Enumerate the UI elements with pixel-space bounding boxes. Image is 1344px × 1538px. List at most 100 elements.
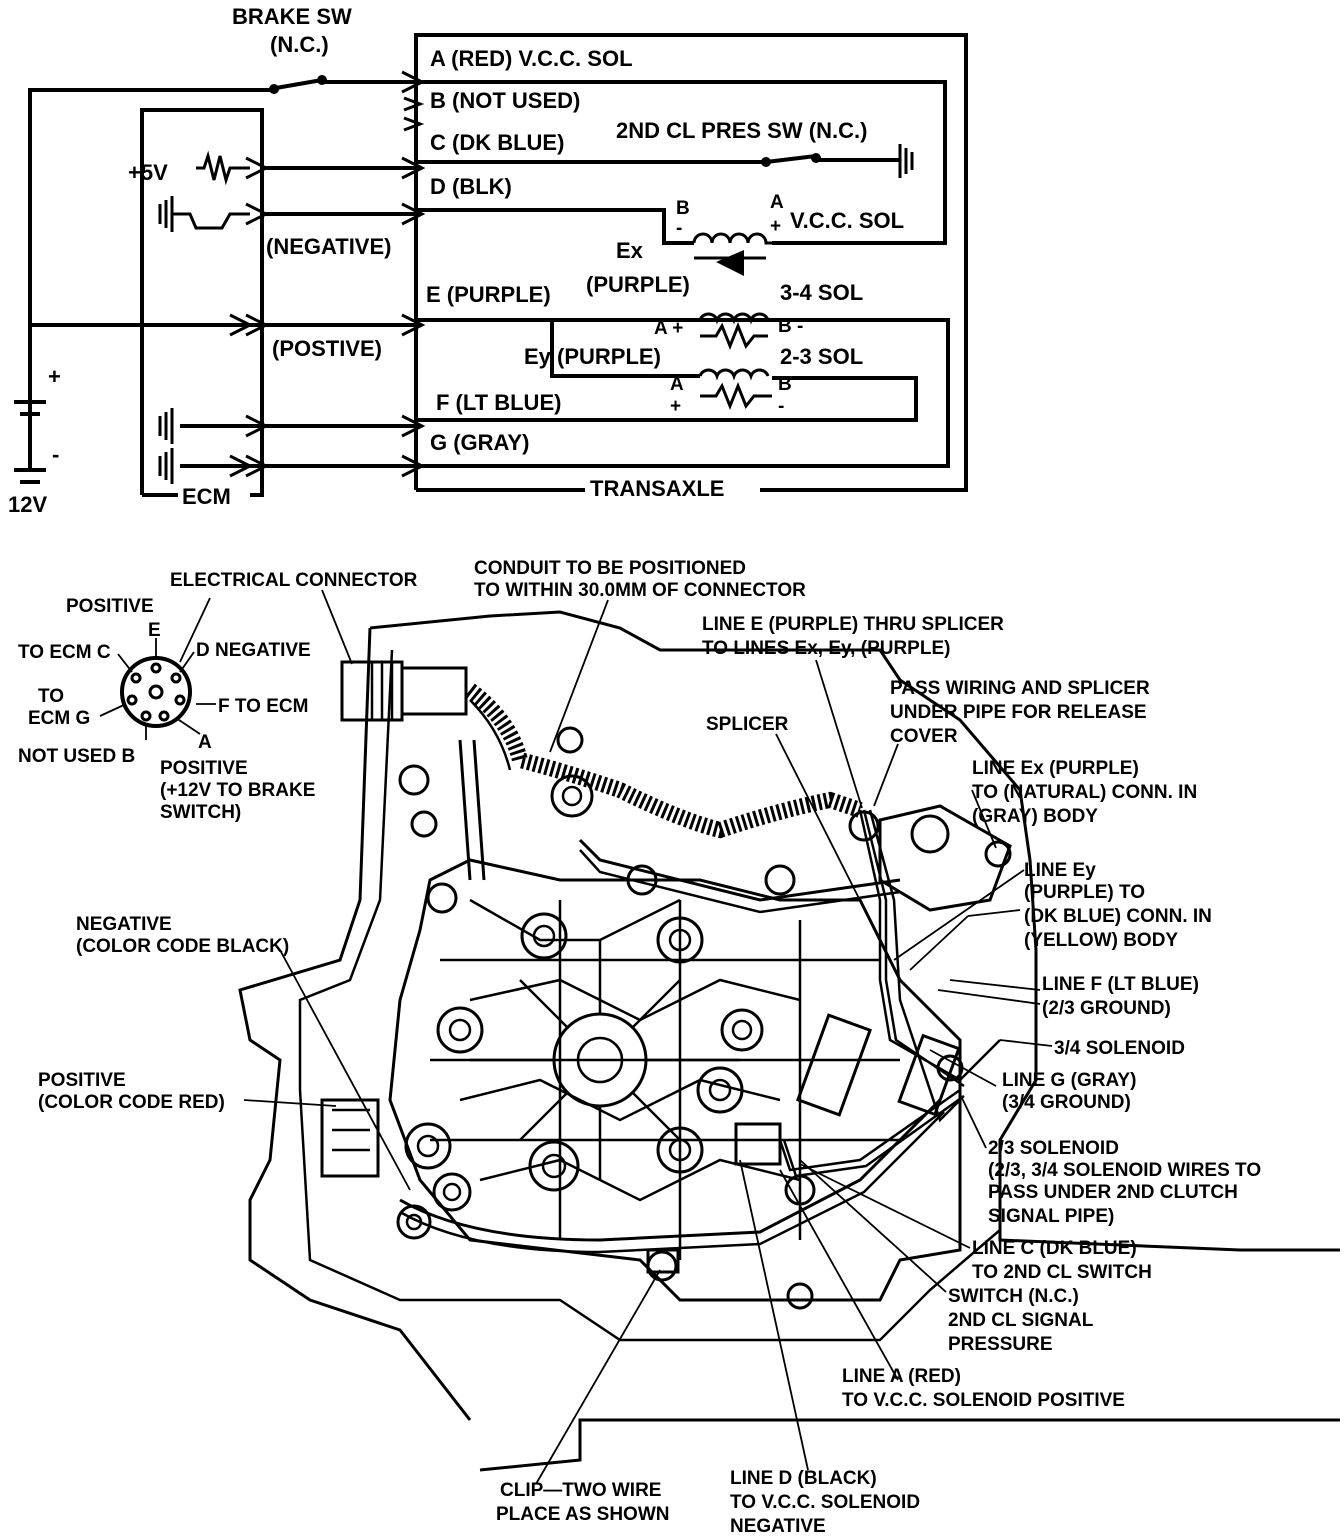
connector-positive-a-2: (+12V TO BRAKE [160,780,315,801]
line-ey-label-1: LINE Ey [1024,860,1096,881]
solenoid-34 [796,1013,872,1117]
wire-f-inner [416,376,918,422]
connector-pin-a: A [198,732,212,753]
line-d-label-2: TO V.C.C. SOLENOID [730,1492,920,1513]
pin-d-label: D (BLK) [430,174,512,199]
sol-34-term-b: B - [778,316,803,337]
conduit-harness [465,683,863,839]
vcc-term-b: B [676,198,690,219]
vcc-term-a-sign: + [770,216,781,237]
sol-23-label: 2-3 SOL [780,344,863,369]
leader-a [175,717,201,735]
pass-label-3: COVER [890,726,958,747]
connector-positive-a-3: SWITCH) [160,802,241,823]
connector-icon [120,656,192,728]
line-c-label-2: TO 2ND CL SWITCH [972,1262,1152,1283]
sol-34-term-a: A + [654,318,683,339]
transaxle-box [414,33,968,492]
pin-f-label: F (LT BLUE) [436,390,561,415]
wire-brake-switch [28,88,272,420]
sol-23-callout-4: SIGNAL PIPE) [988,1206,1114,1227]
negative-callout-1: NEGATIVE [76,914,172,935]
pin-e-label: E (PURPLE) [426,282,551,307]
brake-switch-blade [275,78,323,90]
connector-block-ribs [370,662,394,720]
sol-23-term-a: A [670,374,684,395]
resistor-23 [700,381,768,411]
ground-icon-2 [158,408,174,444]
leader-c [117,653,133,673]
line-ey-label-4: (YELLOW) BODY [1024,930,1178,951]
chevron-e-in [401,313,426,337]
connector-to-ecm-g-2: ECM G [28,708,90,729]
line-ey-label-2: (PURPLE) TO [1024,882,1145,903]
line-f-label-1: LINE F (LT BLUE) [1042,974,1199,995]
positive-callout-1: POSITIVE [38,1070,126,1091]
line-e-label-1: LINE E (PURPLE) THRU SPLICER [702,614,1004,635]
line-ex-label-2: TO (NATURAL) CONN. IN [972,782,1197,803]
wire-ey [550,320,700,378]
leader-d [179,651,195,673]
connector-f-to-ecm: F TO ECM [218,696,308,717]
ground-icon-3 [158,448,174,484]
battery-icon [14,325,46,484]
bolts [396,726,1012,1310]
connector-diagram: ELECTRICAL CONNECTOR POSITIVE E TO ECM C… [18,570,418,823]
switch-label-1: SWITCH (N.C.) [948,1286,1079,1307]
brake-switch-state: (N.C.) [270,32,329,57]
lower-pipe [399,1098,942,1242]
valve-channels-2 [430,900,900,1260]
ex-label: Ex [616,238,644,263]
sol-23-term-a-sign: + [670,396,681,417]
chevron-c [403,116,425,132]
sol-34-callout: 3/4 SOLENOID [1054,1038,1185,1059]
vcc-coil [692,232,772,245]
connector-to-ecm-g-1: TO [38,686,64,707]
conduit-label-2: TO WITHIN 30.0MM OF CONNECTOR [474,580,806,601]
inner-pipe-left [458,739,486,881]
connector-pin-e: E [148,620,161,641]
vcc-diode-icon [716,250,744,276]
center-hub-inner [576,1036,624,1084]
connector-center [148,684,164,700]
plus-5v-label: +5V [128,160,168,185]
clip-label-2: PLACE AS SHOWN [496,1504,669,1525]
lower-pipe-2 [399,1111,945,1254]
chevron-d-in [401,202,426,226]
pin-b-label: B (NOT USED) [430,88,580,113]
vcc-term-b-sign: - [676,218,682,239]
conduit-label-1: CONDUIT TO BE POSITIONED [474,558,746,579]
battery-minus-label: - [52,442,59,467]
splicer-label: SPLICER [706,714,789,735]
line-d-label-1: LINE D (BLACK) [730,1468,877,1489]
pres-switch-contact-1 [761,157,771,167]
pass-label-2: UNDER PIPE FOR RELEASE [890,702,1147,723]
leader-lines [243,589,1053,1485]
harness-wires-right [858,809,1001,1123]
switch-label-3: PRESSURE [948,1334,1053,1355]
clip-label-1: CLIP—TWO WIRE [500,1480,661,1501]
ex-color-label: (PURPLE) [586,272,690,297]
resistor-5v [196,150,250,186]
vcc-sol-label: V.C.C. SOL [790,208,904,233]
pin-g-label: G (GRAY) [430,430,529,455]
connector-pins [126,662,186,722]
connector-d-negative: D NEGATIVE [196,640,311,661]
connector-not-used-b: NOT USED B [18,746,135,767]
sol-23-callout-3: PASS UNDER 2ND CLUTCH [988,1182,1238,1203]
sol-34-label: 3-4 SOL [780,280,863,305]
signal-pipe [578,838,901,902]
pin-c-label: C (DK BLUE) [430,130,564,155]
positive-callout-2: (COLOR CODE RED) [38,1092,225,1113]
ecm-box [140,108,264,497]
line-g-label-1: LINE G (GRAY) [1002,1070,1136,1091]
battery-voltage-label: 12V [8,492,47,517]
line-g-label-2: (3/4 GROUND) [1002,1092,1131,1113]
transaxle-case-inner [298,649,1001,1342]
coil-23 [698,368,770,381]
splicer-body [734,1122,782,1166]
connector-to-ecm-c: TO ECM C [18,642,111,663]
switch-label-2: 2ND CL SIGNAL [948,1310,1094,1331]
line-d-label-3: NEGATIVE [730,1516,826,1537]
sol-23-callout-1: 2/3 SOLENOID [988,1138,1119,1159]
